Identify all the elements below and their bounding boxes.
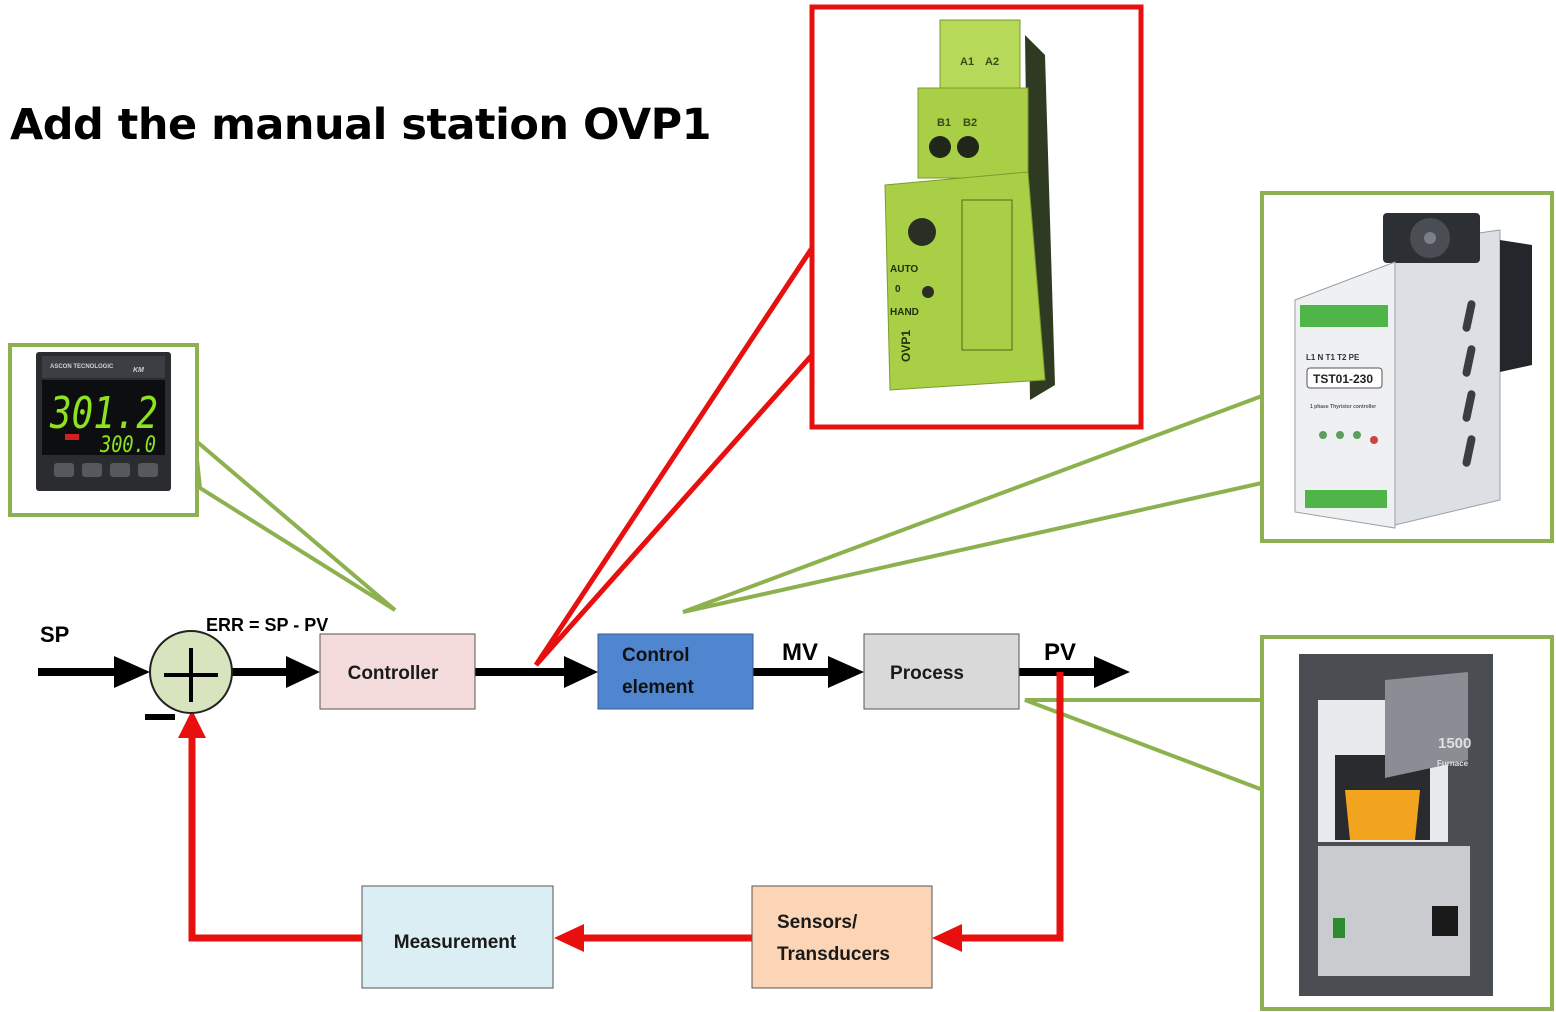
controller-key-2 (82, 463, 102, 477)
controller-key-1 (54, 463, 74, 477)
minus-sign (145, 714, 175, 720)
feedback-sum-arrowhead (178, 710, 206, 738)
controller-key-4 (138, 463, 158, 477)
block-control-element-label-2: element (622, 677, 694, 698)
block-measurement: Measurement (361, 885, 554, 989)
label-pv: PV (1044, 639, 1076, 666)
page-title: Add the manual station OVP1 (10, 100, 712, 150)
feedback-sensors-arrowhead (932, 924, 962, 952)
feedback-pv-line (958, 672, 1064, 942)
ovp1-terminal-a2: A2 (985, 56, 999, 68)
summing-junction (145, 630, 233, 720)
callout-ovp1-pointer (533, 239, 815, 667)
ovp1-setpoint-knob (908, 218, 936, 246)
forward-path (38, 656, 1130, 688)
block-process-label: Process (890, 663, 964, 684)
block-controller-label: Controller (348, 663, 439, 684)
mv-arrowhead (828, 656, 864, 688)
thyristor-controller-device: L1 N T1 T2 PE TST01-230 1 phase Thyristo… (1294, 213, 1532, 529)
thyristor-model-text: TST01-230 (1313, 372, 1373, 386)
pv-arrowhead (1094, 656, 1130, 688)
block-controller: Controller (319, 633, 476, 710)
callout-thyristor-device: L1 N T1 T2 PE TST01-230 1 phase Thyristo… (682, 191, 1554, 614)
ovp1-terminal-b2: B2 (963, 117, 977, 129)
controller-key-3 (110, 463, 130, 477)
thyristor-terminal-labels: L1 N T1 T2 PE (1306, 353, 1360, 362)
label-err: ERR = SP - PV (206, 615, 328, 635)
callout-controller-pointer (192, 435, 397, 612)
label-mv: MV (782, 639, 818, 666)
controller-output-arrowhead (564, 656, 598, 688)
block-sensors: Sensors/ Transducers (751, 885, 933, 989)
block-sensors-label-1: Sensors/ (777, 912, 858, 933)
block-process: Process (863, 633, 1020, 710)
ovp1-manual-station: A1 A2 B1 B2 AUTO 0 HAND OVP1 (884, 19, 1055, 400)
block-sensors-label-2: Transducers (777, 944, 890, 965)
controller-sp-readout: 300.0 (99, 433, 156, 458)
pid-controller-device: ASCON TECNOLOGIC KM 301.2 300.0 (36, 352, 171, 491)
feedback-path (178, 672, 1064, 952)
controller-pv-readout: 301.2 (49, 388, 158, 439)
feedback-measurement-arrowhead (554, 924, 584, 952)
furnace-model-text: 1500 (1438, 735, 1471, 752)
block-control-element: Control element (597, 633, 754, 710)
block-measurement-label: Measurement (394, 932, 517, 953)
ovp1-model-text: OVP1 (899, 330, 913, 362)
controller-model-text: KM (133, 367, 144, 374)
feedback-return-line (188, 735, 362, 942)
err-arrowhead (286, 656, 320, 688)
callout-furnace-device: 1500 Furnace (1024, 635, 1554, 1011)
block-control-element-label-1: Control (622, 645, 690, 666)
sp-arrowhead (114, 656, 150, 688)
label-sp: SP (40, 622, 69, 647)
ovp1-label-hand: HAND (890, 307, 919, 318)
callout-ovp1-device: A1 A2 B1 B2 AUTO 0 HAND OVP1 (533, 4, 1144, 667)
callout-controller-device: ASCON TECNOLOGIC KM 301.2 300.0 (8, 343, 397, 612)
ovp1-terminal-a1: A1 (960, 56, 974, 68)
ovp1-terminal-b1: B1 (937, 117, 951, 129)
ovp1-mode-switch (922, 286, 934, 298)
ovp1-label-auto: AUTO (890, 264, 918, 275)
controller-brand-text: ASCON TECNOLOGIC (50, 364, 114, 370)
ovp1-label-zero: 0 (895, 284, 901, 295)
thyristor-subtitle: 1 phase Thyristor controller (1310, 404, 1376, 410)
furnace-name-text: Furnace (1437, 759, 1469, 768)
furnace-device: 1500 Furnace (1299, 654, 1493, 996)
